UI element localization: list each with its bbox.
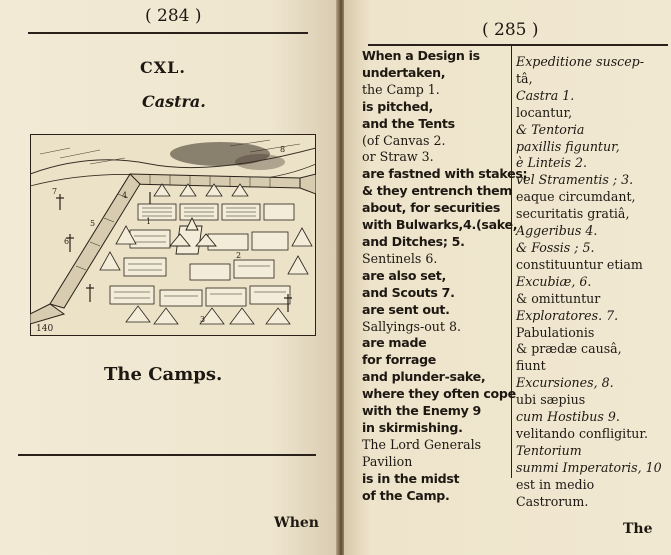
plate-mark: 4	[122, 191, 127, 200]
english-line: in skirmishing.	[362, 419, 463, 435]
plate-mark: 5	[90, 219, 95, 228]
column-divider	[511, 46, 512, 478]
latin-line: Castra 1.	[516, 87, 575, 103]
plate-mark: 6	[64, 237, 69, 246]
plate-mark: 8	[280, 145, 285, 154]
plate-mark: 2	[236, 251, 241, 260]
english-line: are made	[362, 335, 427, 351]
latin-line: summi Imperatoris, 10	[516, 459, 662, 475]
catchword-left: When	[274, 515, 319, 531]
english-line: with the Enemy 9	[362, 403, 482, 419]
latin-line: paxillis figuntur,	[516, 138, 620, 154]
latin-line: Tentorium	[516, 442, 582, 458]
english-line: & they entrench them	[362, 183, 513, 199]
latin-line: Castrorum.	[516, 493, 589, 509]
latin-line: ubi sæpius	[516, 392, 586, 408]
latin-line: est in medio	[516, 476, 595, 492]
latin-line: Excubiæ, 6.	[516, 273, 592, 289]
english-line: The Lord Generals	[362, 436, 482, 452]
english-line: and plunder-sake,	[362, 369, 486, 385]
chapter-heading: CXL.	[140, 58, 186, 77]
latin-line: & omittuntur	[516, 290, 601, 306]
english-line: When a Design is	[362, 48, 480, 63]
camp-woodcut-illustration: 1 2 3 4 5 6 7 8 140	[30, 134, 316, 336]
latin-line: & Tentoria	[516, 121, 585, 137]
latin-line: Exploratores. 7.	[516, 307, 619, 323]
book-gutter	[336, 0, 346, 555]
latin-line: & Fossis ; 5.	[516, 239, 595, 255]
english-line: undertaken,	[362, 64, 446, 80]
english-line: the Camp 1.	[362, 81, 440, 97]
right-page: ( 285 ) When a Design is undertaken, the…	[344, 0, 671, 555]
english-line: and Scouts 7.	[362, 284, 455, 300]
english-line: where they often cope	[362, 386, 516, 402]
plate-caption: The Camps.	[104, 364, 223, 385]
latin-line: locantur,	[516, 104, 573, 120]
english-line: are sent out.	[362, 301, 450, 317]
english-line: or Straw 3.	[362, 149, 434, 165]
english-line: and the Tents	[362, 115, 455, 131]
section-title: Castra.	[142, 92, 206, 111]
english-line: Sallyings-out 8.	[362, 318, 461, 334]
left-page: ( 284 ) CXL. Castra.	[0, 0, 338, 555]
english-line: are fastned with stakes;	[362, 166, 528, 182]
english-line: of the Camp.	[362, 487, 450, 503]
latin-line: & prædæ causâ,	[516, 341, 622, 357]
english-line: and Ditches; 5.	[362, 233, 465, 249]
plate-number: 140	[36, 324, 53, 334]
latin-line: Excursiones, 8.	[516, 375, 614, 391]
camp-engraving: 1 2 3 4 5 6 7 8 140	[30, 134, 316, 336]
plate-mark: 1	[146, 217, 151, 226]
english-line: (of Canvas 2.	[362, 132, 446, 148]
english-line: is in the midst	[362, 470, 460, 486]
english-line: with Bulwarks,4.(sake,	[362, 217, 518, 233]
english-line: about, for securities	[362, 200, 501, 216]
page-number-left: ( 284 )	[145, 6, 202, 26]
english-line: for forrage	[362, 352, 437, 368]
english-text-column: When a Design is undertaken, the Camp 1.…	[362, 48, 528, 504]
latin-text-column: Expeditione suscep- tâ, Castra 1. locant…	[516, 54, 666, 510]
latin-line: constituuntur etiam	[516, 256, 643, 272]
footer-rule-left	[18, 454, 316, 456]
latin-line: vel Stramentis ; 3.	[516, 172, 634, 188]
latin-line: Expeditione suscep-	[516, 54, 644, 69]
plate-mark: 7	[52, 187, 57, 196]
latin-line: Aggeribus 4.	[516, 223, 598, 239]
latin-line: è Linteis 2.	[516, 155, 587, 171]
latin-line: fiunt	[516, 358, 546, 374]
latin-line: cum Hostibus 9.	[516, 409, 620, 425]
header-rule-left	[28, 32, 308, 34]
english-line: is pitched,	[362, 98, 434, 114]
plate-mark: 3	[200, 315, 205, 324]
catchword-right: The	[623, 521, 653, 537]
latin-line: eaque circumdant,	[516, 189, 636, 205]
header-rule-right	[368, 44, 668, 46]
english-line: are also set,	[362, 267, 446, 283]
latin-line: velitando confligitur.	[516, 425, 649, 441]
english-line: Pavilion	[362, 453, 413, 469]
english-line: Sentinels 6.	[362, 250, 438, 266]
page-number-right: ( 285 )	[482, 20, 539, 40]
latin-line: Pabulationis	[516, 324, 595, 340]
latin-line: tâ,	[516, 70, 533, 86]
latin-line: securitatis gratiâ,	[516, 206, 630, 222]
